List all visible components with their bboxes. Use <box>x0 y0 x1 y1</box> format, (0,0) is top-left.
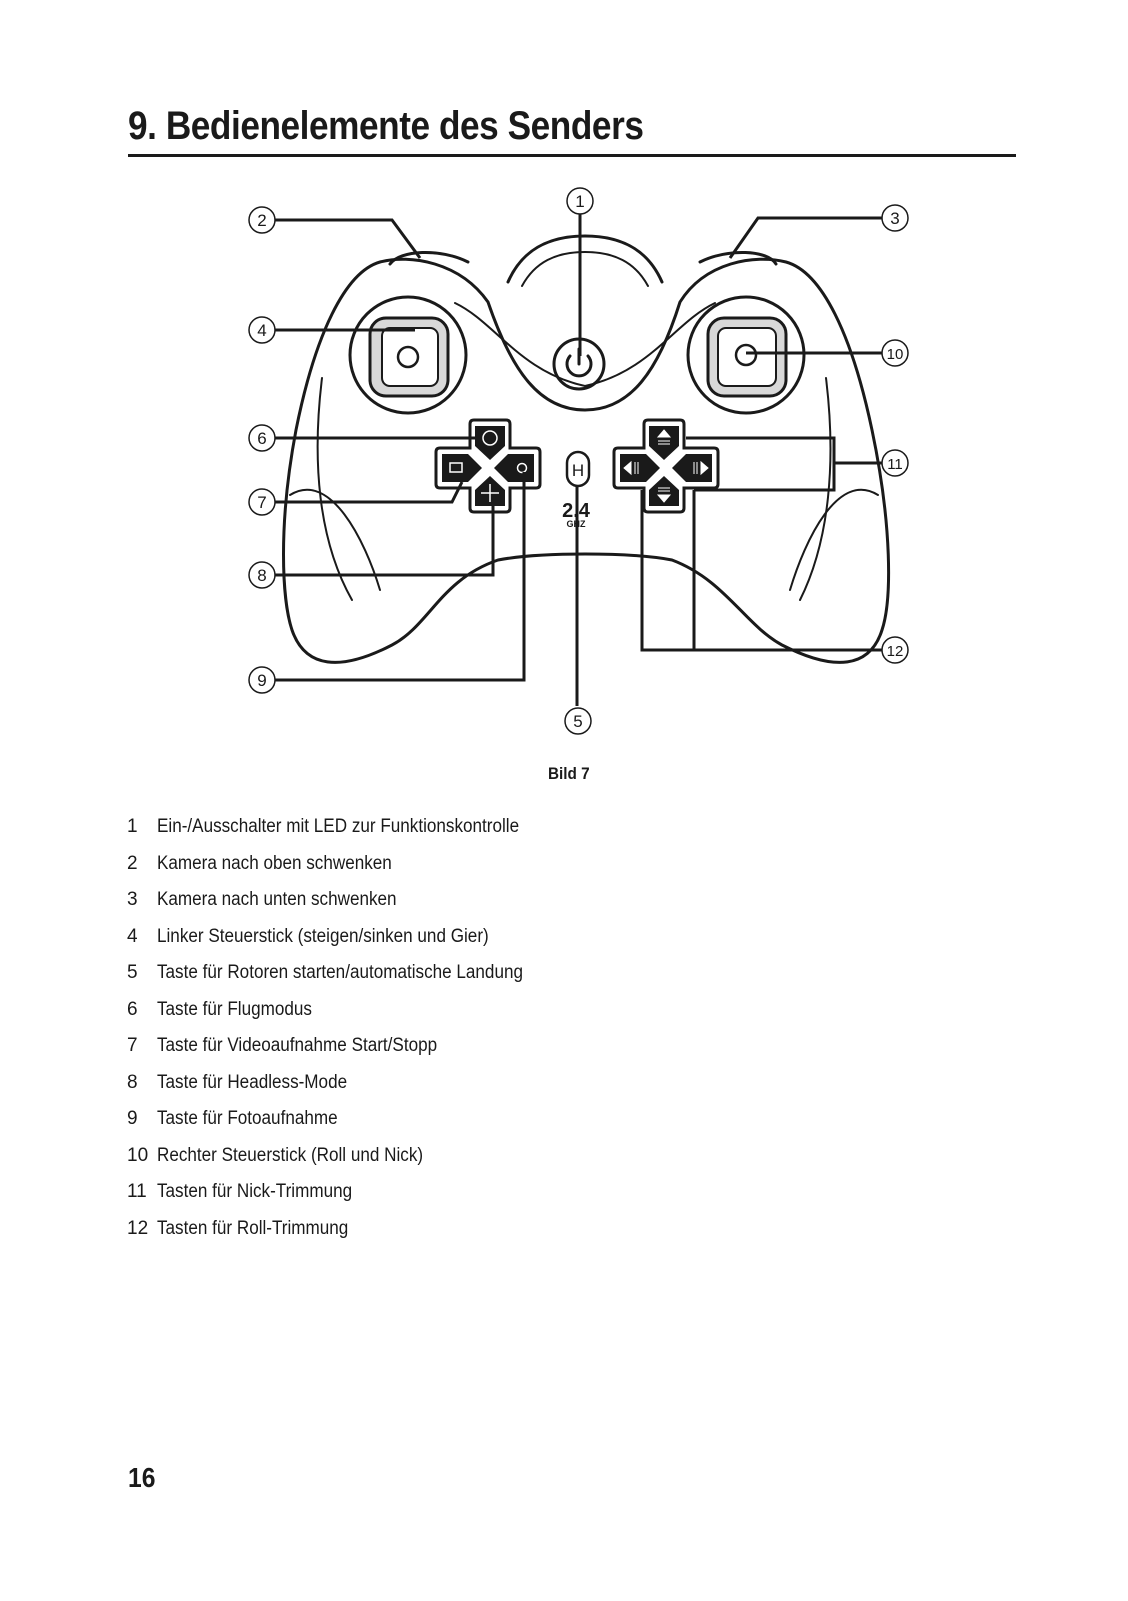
roll-trim-right-key <box>672 454 712 482</box>
legend-text: Ein-/Ausschalter mit LED zur Funktionsko… <box>157 816 520 837</box>
list-item: 8 Taste für Headless-Mode <box>127 1072 564 1109</box>
callout-2-circle <box>248 206 276 234</box>
callout-2: 2 <box>257 211 266 230</box>
list-item: 3 Kamera nach unten schwenken <box>127 889 564 926</box>
legend-text: Taste für Rotoren starten/automatische L… <box>157 962 523 983</box>
leader-12 <box>640 490 882 652</box>
legend-text: Taste für Flugmodus <box>157 998 312 1020</box>
takeoff-landing-label: H <box>572 461 584 480</box>
legend-text: Kamera nach oben schwenken <box>157 852 392 874</box>
legend-number: 1 <box>127 816 138 837</box>
leader-11 <box>686 436 882 492</box>
leader-3 <box>728 216 882 259</box>
grip-right-inner <box>789 488 879 591</box>
body-top-inner <box>454 302 716 387</box>
flight-mode-key <box>475 426 505 460</box>
right-stick <box>686 295 806 415</box>
legend-text: Taste für Fotoaufnahme <box>157 1108 338 1129</box>
leader-lines <box>275 214 882 706</box>
legend-number: 8 <box>127 1071 138 1093</box>
callout-3: 3 <box>890 209 899 228</box>
pitch-trim-up-key <box>649 426 679 460</box>
callout-7: 7 <box>257 493 266 512</box>
callout-7-circle <box>248 488 276 516</box>
list-item: 5 Taste für Rotoren starten/automatische … <box>127 962 564 999</box>
legend-number: 7 <box>127 1035 138 1056</box>
callout-11-circle <box>881 449 909 477</box>
legend-number: 9 <box>127 1108 138 1129</box>
list-item: 9 Taste für Fotoaufnahme <box>127 1108 564 1145</box>
callout-9: 9 <box>257 671 266 690</box>
arrow-up-icon <box>656 429 672 445</box>
list-item: 2 Kamera nach oben schwenken <box>127 853 564 890</box>
leader-8 <box>275 500 495 577</box>
antenna-dome <box>506 234 664 284</box>
legend-number: 11 <box>127 1181 147 1202</box>
legend-text: Taste für Headless-Mode <box>157 1071 348 1093</box>
callout-6: 6 <box>257 429 266 448</box>
callout-8-circle <box>248 561 276 589</box>
left-dpad <box>434 418 542 514</box>
legend-number: 3 <box>127 889 138 910</box>
left-stick <box>348 295 468 415</box>
transmitter-diagram: H 2.4 GHZ 1 2 3 4 10 6 <box>248 187 909 735</box>
figure-caption: Bild 7 <box>548 764 590 783</box>
flight-mode-icon <box>482 430 498 446</box>
leader-9 <box>275 472 526 682</box>
list-item: 12 Tasten für Roll-Trimmung <box>127 1218 564 1255</box>
antenna-dome-inner <box>521 251 649 287</box>
legend-number: 2 <box>127 852 138 874</box>
callout-3-circle <box>881 204 909 232</box>
callout-11: 11 <box>887 456 903 473</box>
page-title: 9. Bedienelemente des Senders <box>128 104 644 148</box>
list-item: 11 Tasten für Nick-Trimmung <box>127 1181 564 1218</box>
callout-6-circle <box>248 424 276 452</box>
arrow-right-icon <box>693 460 709 476</box>
callout-12-circle <box>881 636 909 664</box>
arrow-down-icon <box>656 487 672 503</box>
right-dpad <box>612 418 720 514</box>
list-item: 7 Taste für Videoaufnahme Start/Stopp <box>127 1035 564 1072</box>
callout-1-circle <box>566 187 594 215</box>
callout-4-circle <box>248 316 276 344</box>
grip-left-inner <box>289 488 381 591</box>
legend-text: Tasten für Nick-Trimmung <box>157 1181 353 1202</box>
video-icon <box>449 462 463 473</box>
page-number: 16 <box>128 1462 156 1493</box>
callout-5: 5 <box>573 712 582 731</box>
headless-icon <box>481 484 499 502</box>
callout-9-circle <box>248 666 276 694</box>
callout-5-circle <box>564 707 592 735</box>
legend-number: 12 <box>127 1217 149 1239</box>
camera-icon <box>516 462 528 474</box>
legend-number: 6 <box>127 998 138 1020</box>
legend-number: 4 <box>127 925 138 947</box>
callout-10-circle <box>881 339 909 367</box>
roll-trim-left-key <box>620 454 660 482</box>
legend-number: 5 <box>127 962 138 983</box>
list-item: 6 Taste für Flugmodus <box>127 999 564 1036</box>
list-item: 4 Linker Steuerstick (steigen/sinken und … <box>127 926 564 963</box>
legend-list: 1 Ein-/Ausschalter mit LED zur Funktionsk… <box>127 816 564 1254</box>
legend-text: Kamera nach unten schwenken <box>157 889 397 910</box>
legend-text: Rechter Steuerstick (Roll und Nick) <box>157 1144 424 1166</box>
arrow-left-icon <box>623 460 639 476</box>
body-inner-right <box>799 377 832 601</box>
leader-2 <box>275 218 422 259</box>
callout-8: 8 <box>257 566 266 585</box>
leader-7 <box>275 481 464 504</box>
callout-1: 1 <box>575 192 584 211</box>
title-rule <box>128 154 1016 157</box>
callout-10: 10 <box>887 346 904 363</box>
controller-body <box>282 257 891 664</box>
legend-number: 10 <box>127 1144 149 1166</box>
body-inner-left <box>316 377 353 601</box>
legend-text: Tasten für Roll-Trimmung <box>157 1217 349 1239</box>
callout-4: 4 <box>257 321 266 340</box>
legend-text: Linker Steuerstick (steigen/sinken und G… <box>157 925 489 947</box>
list-item: 1 Ein-/Ausschalter mit LED zur Funktionsk… <box>127 816 564 853</box>
legend-text: Taste für Videoaufnahme Start/Stopp <box>157 1035 438 1056</box>
list-item: 10 Rechter Steuerstick (Roll und Nick) <box>127 1145 564 1182</box>
callout-12: 12 <box>887 643 904 660</box>
